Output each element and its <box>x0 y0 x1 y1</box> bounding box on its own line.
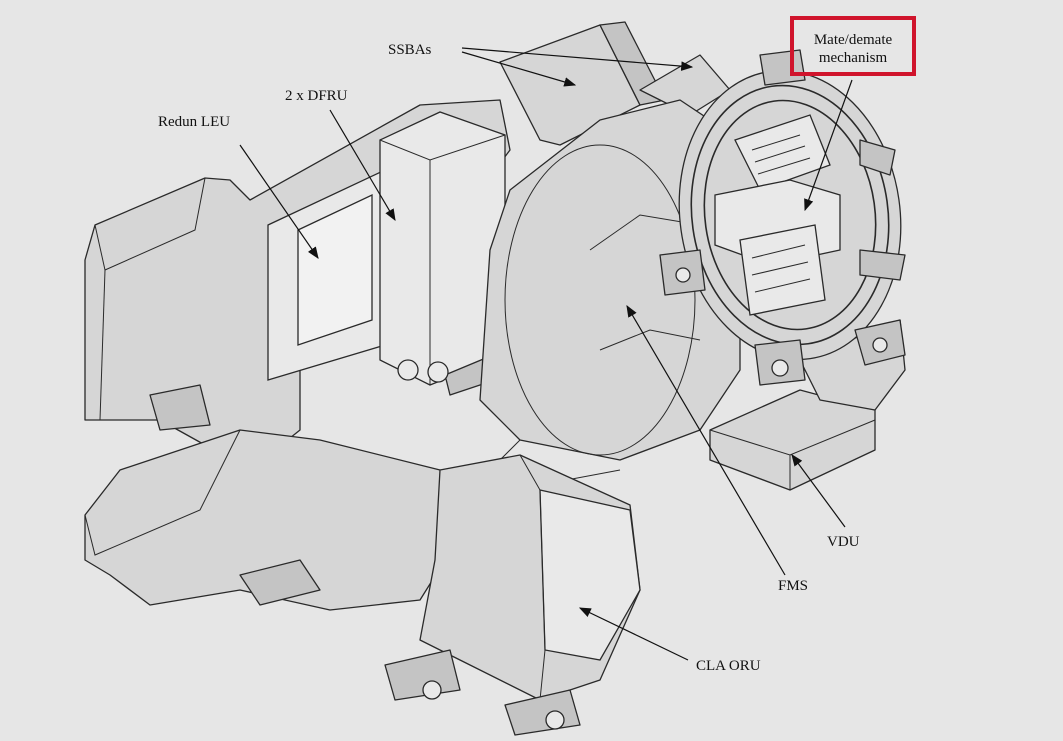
leader-lines <box>239 47 853 661</box>
leader-fms <box>626 304 786 576</box>
label-redun-leu: Redun LEU <box>158 114 231 130</box>
leader-vdu <box>791 454 846 528</box>
cla-oru-unit <box>384 454 641 736</box>
label-dfru: 2 x DFRU <box>285 88 348 104</box>
label-mate-demate: Mate/demate mechanism <box>796 31 910 67</box>
leader-cla-oru <box>578 607 689 661</box>
vdu-unit <box>709 319 906 491</box>
label-ssbas: SSBAs <box>388 42 432 58</box>
mate-demate-ring <box>659 49 906 386</box>
leader-redun-leu <box>239 144 319 259</box>
label-mate-demate-line1: Mate/demate <box>813 32 893 48</box>
leader-mate-demate <box>804 79 853 212</box>
label-cla-oru: CLA ORU <box>696 658 761 674</box>
label-vdu: VDU <box>827 534 860 550</box>
leader-ssbas-1 <box>461 51 577 87</box>
leader-ssbas-2 <box>461 47 694 71</box>
label-fms: FMS <box>778 578 809 594</box>
leader-dfru <box>329 109 396 222</box>
label-mate-demate-line2: mechanism <box>818 50 888 66</box>
lower-left-enclosure <box>84 429 471 611</box>
redun-leu-unit <box>267 168 386 381</box>
mate-demate-highlight-box <box>790 16 916 76</box>
fms-drum <box>478 99 741 486</box>
